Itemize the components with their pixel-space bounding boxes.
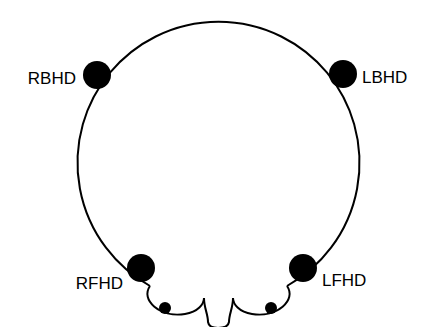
- head-outline: [78, 22, 360, 286]
- marker-dot: [329, 60, 357, 88]
- marker-dot: [127, 254, 155, 282]
- marker-dot: [289, 254, 317, 282]
- marker-dot: [83, 61, 111, 89]
- nose-outline: [204, 298, 233, 327]
- eye-pupil: [265, 302, 277, 314]
- eye-outline: [147, 286, 204, 315]
- marker-label: LFHD: [322, 272, 366, 289]
- marker-label: LBHD: [362, 69, 407, 86]
- marker-label: RFHD: [76, 275, 123, 292]
- eye-pupil: [159, 302, 171, 314]
- eye-outline: [233, 286, 290, 315]
- marker-label: RBHD: [28, 70, 76, 87]
